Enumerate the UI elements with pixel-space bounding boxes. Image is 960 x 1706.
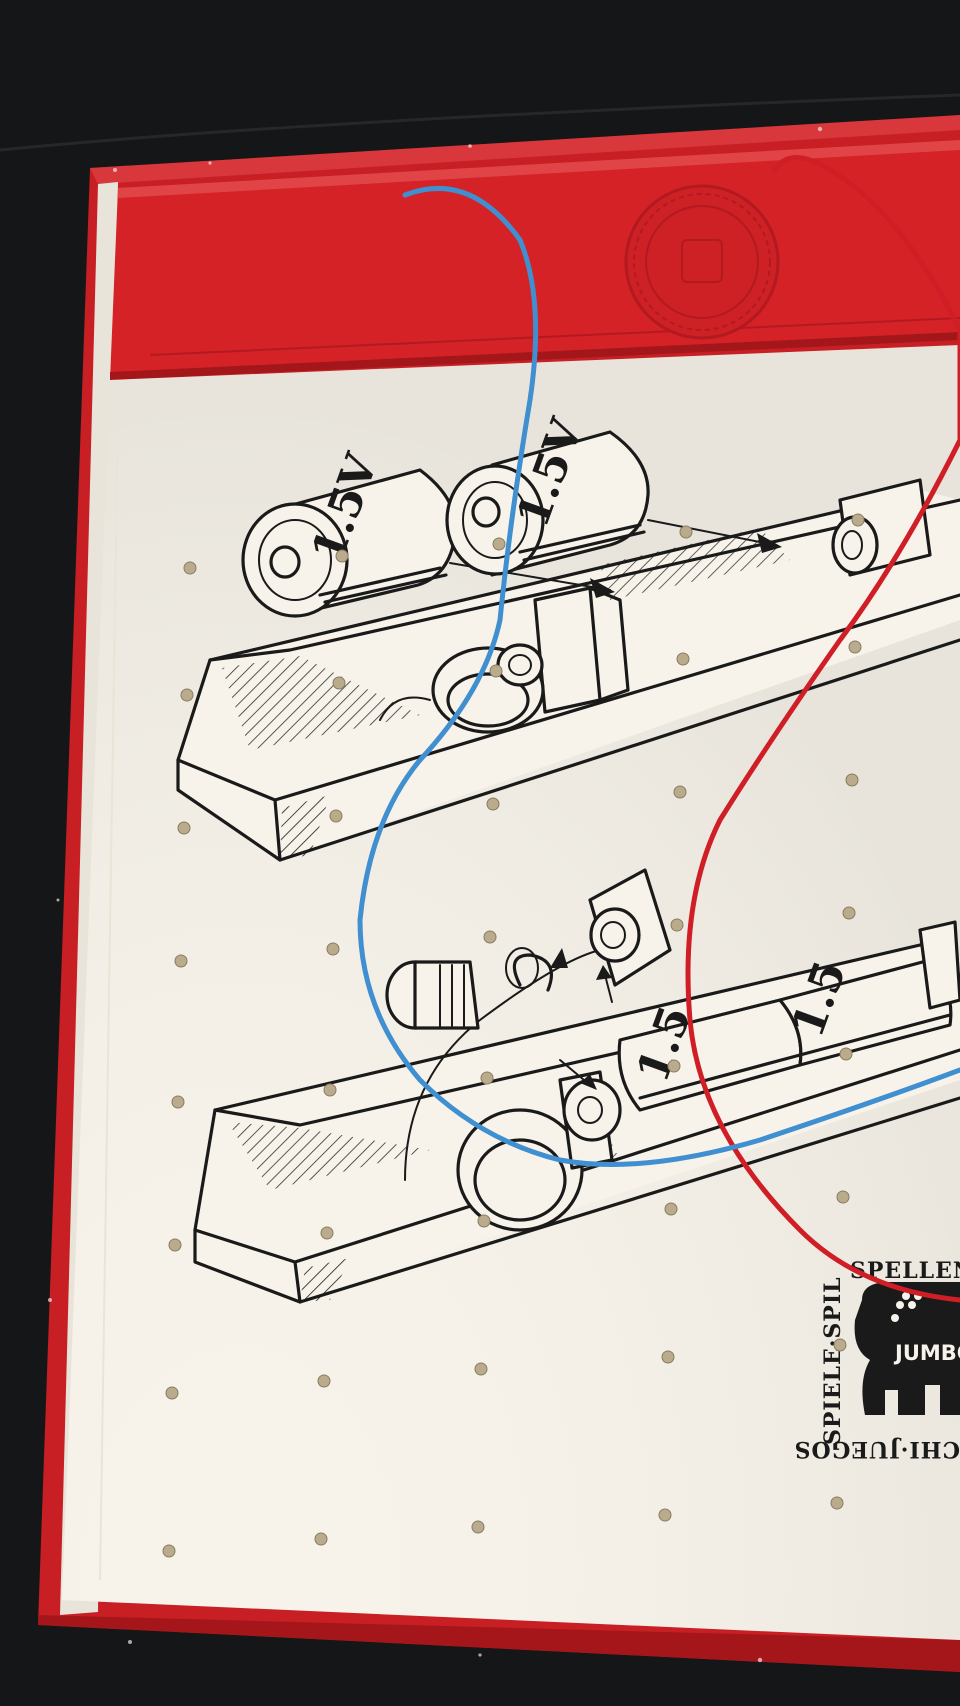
rivet	[471, 1520, 485, 1534]
rivet	[845, 773, 859, 787]
logo-top-text: SPELLEN·JE	[850, 1258, 960, 1284]
rivet	[842, 906, 856, 920]
rivet	[474, 1362, 488, 1376]
leather-seam	[0, 93, 960, 152]
rivet	[183, 561, 197, 575]
rivet	[658, 1508, 672, 1522]
wires	[357, 155, 960, 1303]
rivet	[851, 513, 865, 527]
rivet	[162, 1544, 176, 1558]
rivet	[679, 525, 693, 539]
rivet	[323, 1083, 337, 1097]
rivet	[480, 1071, 494, 1085]
battery-1: 1.5V	[241, 446, 458, 618]
rivet	[168, 1238, 182, 1252]
rivet	[174, 954, 188, 968]
lower-battery-holder-diagram: 1.5 1.5	[193, 868, 960, 1304]
red-wire	[685, 155, 960, 1303]
rivet	[329, 809, 343, 823]
rivet	[314, 1532, 328, 1546]
rivet-grid	[162, 513, 865, 1558]
rivet	[848, 640, 862, 654]
rivet	[483, 930, 497, 944]
rivet	[477, 1214, 491, 1228]
rivet	[326, 942, 340, 956]
blue-wire	[357, 186, 960, 1167]
rivet	[332, 676, 346, 690]
rivet	[661, 1350, 675, 1364]
rivet	[489, 664, 503, 678]
rivet	[670, 918, 684, 932]
rivet	[492, 537, 506, 551]
elephant-icon	[854, 1282, 960, 1415]
bulb-illustration	[385, 960, 480, 1030]
logo-brand-text: JUMBO	[893, 1341, 960, 1365]
rivet	[836, 1190, 850, 1204]
rivet	[180, 688, 194, 702]
logo-left-text: SPIELE·SPIL	[820, 1276, 846, 1445]
rivet	[177, 821, 191, 835]
rivet	[320, 1226, 334, 1240]
rivet	[830, 1496, 844, 1510]
rivet	[486, 797, 500, 811]
rivet	[667, 1059, 681, 1073]
rivet	[165, 1386, 179, 1400]
jumbo-logo: SPELLEN·JE SPIELE·SPIL CHI·JUEGOS JUMBO	[794, 1258, 960, 1462]
rivet	[676, 652, 690, 666]
battery-2: 1.5V	[445, 411, 650, 577]
rivet	[673, 785, 687, 799]
rivet	[335, 549, 349, 563]
rivet	[839, 1047, 853, 1061]
rivet	[171, 1095, 185, 1109]
rivet	[833, 1338, 847, 1352]
rivet	[317, 1374, 331, 1388]
embossed-seal	[624, 184, 780, 340]
rivet	[664, 1202, 678, 1216]
logo-bottom-text: CHI·JUEGOS	[794, 1436, 960, 1462]
